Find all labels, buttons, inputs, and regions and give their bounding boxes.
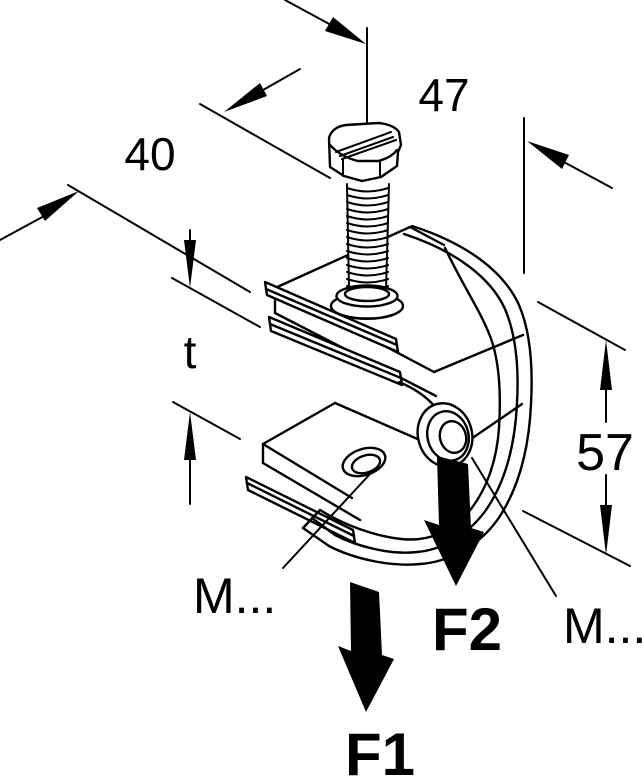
- dimt-arrow-down: [184, 240, 196, 288]
- jaw-hole-outer: [341, 446, 387, 478]
- dimension-height: 57: [522, 301, 634, 567]
- dimension-clamping-range: t: [171, 229, 261, 505]
- force-f2-arrow: [424, 456, 484, 586]
- jaw-under-flange-fold: [245, 481, 356, 538]
- dim40-ext-left: [67, 184, 251, 293]
- force-f2-label: F2: [432, 596, 502, 663]
- boss-middle: [425, 410, 471, 462]
- dim40-tail-left: [0, 214, 47, 241]
- side-hole-leader: [471, 457, 557, 597]
- screw-threads: [346, 187, 389, 291]
- dim57-ext-top: [537, 301, 626, 351]
- head-slot-upper: [335, 131, 392, 153]
- band-inner-contour: [318, 246, 502, 541]
- dim40-label: 40: [124, 128, 175, 180]
- boss-inner: [438, 419, 468, 455]
- band-edge-line: [310, 232, 519, 554]
- jaw-front-bottom-edge: [261, 461, 362, 522]
- c-band: [301, 224, 533, 566]
- side-hole-label: M...: [563, 598, 642, 654]
- dimt-ext-bottom: [172, 401, 241, 440]
- dimt-arrow-up: [184, 412, 196, 460]
- screw-collar: [329, 284, 405, 320]
- dim57-ext-bottom: [522, 510, 631, 567]
- force-f2: F2: [424, 456, 502, 663]
- base-hole-leader: [282, 473, 371, 569]
- plate-back-edge: [273, 225, 412, 290]
- dim47-label: 47: [418, 69, 469, 121]
- dim47-arrow-right: [527, 141, 569, 169]
- force-f1-arrow: [338, 582, 394, 712]
- clamping-screw: [327, 121, 405, 320]
- upper-lip-fold: [264, 287, 399, 347]
- dimension-side-width: 40: [0, 68, 331, 293]
- base-hole-label: M...: [193, 568, 276, 624]
- dimension-top-width: 47: [284, 0, 613, 274]
- thread-label-side: M...: [471, 457, 642, 654]
- dim40-arrow-right: [224, 83, 267, 112]
- plate-back-right-edge: [408, 225, 446, 247]
- jaw-back-edge: [261, 401, 337, 446]
- force-f1-label: F1: [345, 721, 415, 784]
- head-silhouette: [327, 121, 403, 183]
- collar-inner-rim: [343, 285, 391, 303]
- dim40-arrow-left: [37, 191, 79, 221]
- jaw-hole-inner: [350, 453, 382, 475]
- head-slot-lower: [341, 139, 397, 160]
- pressure-boss: [416, 402, 474, 468]
- collar-upper-ring: [335, 284, 399, 308]
- lower-lip-fold: [268, 322, 403, 380]
- band-outer-contour: [301, 224, 533, 566]
- dimt-ext-top: [171, 277, 261, 328]
- thread-label-base: M...: [193, 473, 371, 624]
- screw-head: [327, 121, 403, 183]
- dimt-label: t: [184, 326, 197, 378]
- dim47-arrow-left: [325, 17, 366, 44]
- band-cross-line-upper: [432, 333, 525, 374]
- clamp-body: [244, 224, 533, 566]
- dim57-label: 57: [576, 424, 634, 482]
- clamping-lips: [263, 280, 404, 387]
- dim40-ext-right: [199, 103, 331, 179]
- force-f1: F1: [338, 582, 415, 784]
- dim57-arrow-up: [600, 340, 612, 390]
- head-slot-shading: [339, 136, 394, 157]
- jaw-front-edge: [261, 442, 354, 500]
- dim47-tail-right: [561, 160, 613, 189]
- dim57-arrow-down: [600, 505, 612, 555]
